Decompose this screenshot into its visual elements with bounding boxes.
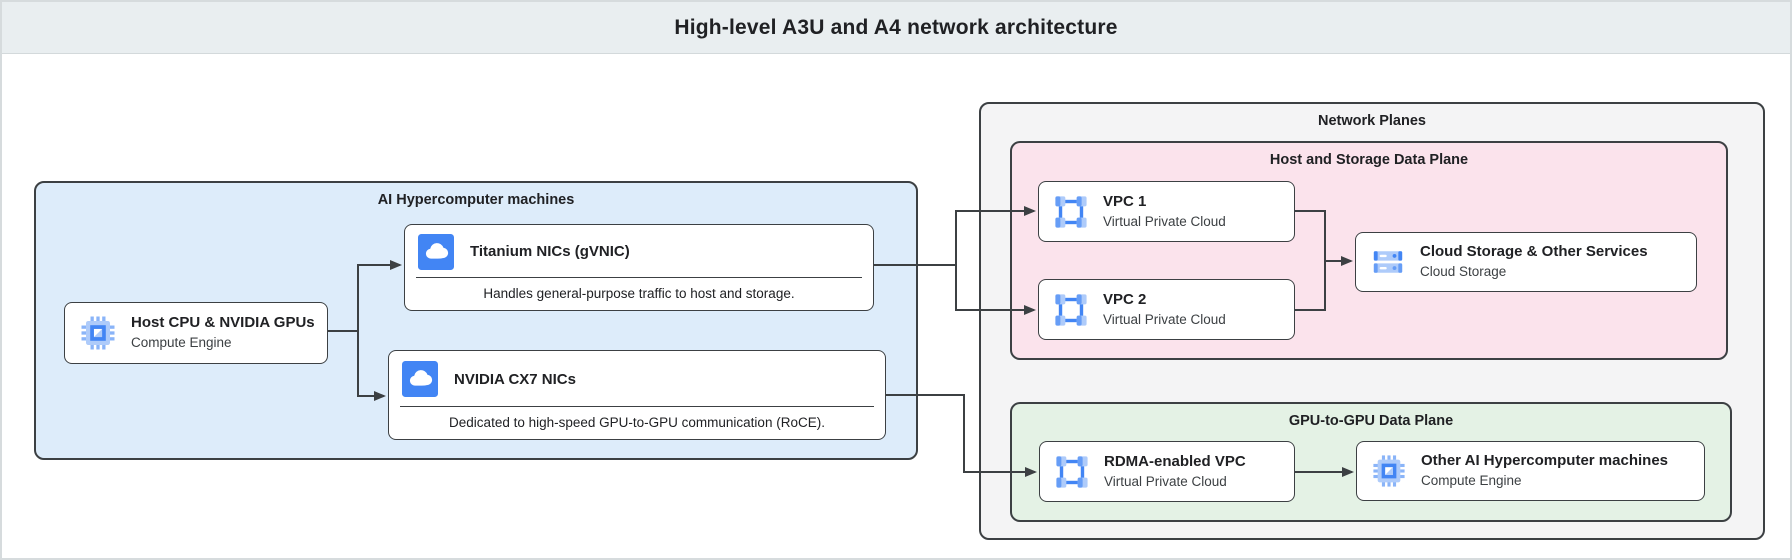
node-description: Handles general-purpose traffic to host … bbox=[483, 286, 795, 301]
vpc-icon bbox=[1054, 292, 1088, 327]
group-title: Network Planes bbox=[1318, 113, 1426, 129]
cloud-nic-icon bbox=[402, 361, 438, 397]
node-vpc-1: VPC 1 Virtual Private Cloud bbox=[1038, 181, 1295, 242]
page-title: High-level A3U and A4 network architectu… bbox=[674, 15, 1118, 39]
node-other-ai-hypercomputer-machines: Other AI Hypercomputer machines Compute … bbox=[1356, 441, 1705, 501]
node-subtitle: Virtual Private Cloud bbox=[1103, 213, 1226, 229]
node-host-cpu-nvidia-gpus: Host CPU & NVIDIA GPUs Compute Engine bbox=[64, 302, 328, 364]
divider bbox=[400, 406, 874, 407]
node-rdma-enabled-vpc: RDMA-enabled VPC Virtual Private Cloud bbox=[1039, 441, 1295, 502]
node-description: Dedicated to high-speed GPU-to-GPU commu… bbox=[449, 415, 825, 430]
cloud-nic-icon bbox=[418, 233, 454, 270]
node-title: VPC 1 bbox=[1103, 192, 1147, 210]
node-subtitle: Cloud Storage bbox=[1420, 264, 1507, 280]
node-vpc-2: VPC 2 Virtual Private Cloud bbox=[1038, 279, 1295, 340]
node-title: NVIDIA CX7 NICs bbox=[454, 370, 576, 388]
group-title: GPU-to-GPU Data Plane bbox=[1288, 413, 1454, 429]
node-cloud-storage-other-services: Cloud Storage & Other Services Cloud Sto… bbox=[1355, 232, 1697, 292]
group-title: Host and Storage Data Plane bbox=[1269, 152, 1469, 168]
node-subtitle: Compute Engine bbox=[1421, 473, 1522, 489]
node-title: RDMA-enabled VPC bbox=[1104, 452, 1246, 470]
diagram-header: High-level A3U and A4 network architectu… bbox=[2, 2, 1790, 54]
node-subtitle: Compute Engine bbox=[131, 335, 232, 351]
divider bbox=[416, 277, 862, 278]
node-title: VPC 2 bbox=[1103, 290, 1147, 308]
node-subtitle: Virtual Private Cloud bbox=[1104, 473, 1227, 489]
node-nvidia-cx7-nics: NVIDIA CX7 NICs Dedicated to high-speed … bbox=[388, 350, 886, 440]
node-title: Titanium NICs (gVNIC) bbox=[470, 243, 630, 260]
compute-engine-icon bbox=[1373, 455, 1405, 487]
vpc-icon bbox=[1055, 454, 1089, 489]
group-title: AI Hypercomputer machines bbox=[377, 192, 575, 208]
node-title: Host CPU & NVIDIA GPUs bbox=[131, 314, 315, 332]
node-subtitle: Virtual Private Cloud bbox=[1103, 311, 1226, 327]
cloud-storage-icon bbox=[1373, 251, 1403, 273]
node-title: Other AI Hypercomputer machines bbox=[1421, 452, 1669, 470]
compute-engine-icon bbox=[81, 316, 115, 350]
vpc-icon bbox=[1054, 194, 1088, 229]
node-title: Cloud Storage & Other Services bbox=[1420, 243, 1648, 261]
node-titanium-nics: Titanium NICs (gVNIC) Handles general-pu… bbox=[404, 224, 874, 311]
